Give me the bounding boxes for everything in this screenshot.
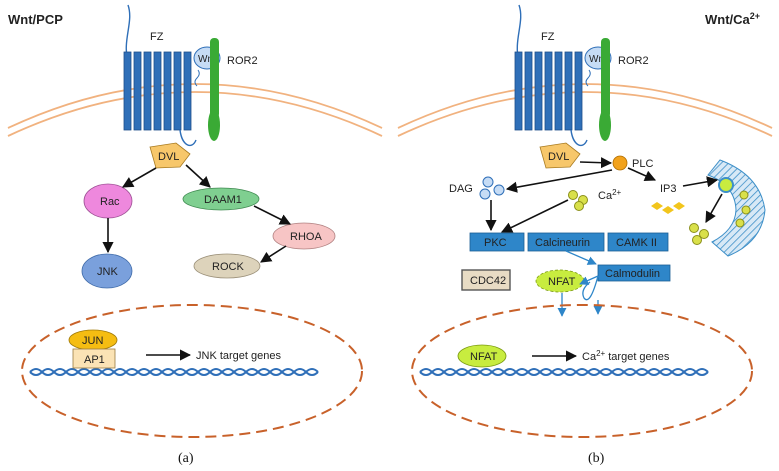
pkc-label-b: PKC	[484, 237, 507, 249]
arrow-ip3-er	[682, 176, 719, 188]
jnk-node-a	[81, 253, 133, 289]
caption-b: (b)	[588, 451, 605, 466]
arrow-plc-dag	[505, 169, 613, 193]
arrow-calcium-pkc	[500, 199, 569, 233]
fz-label-a: FZ	[150, 31, 164, 43]
arrow-daam1-rhoa	[253, 205, 292, 225]
caption-a: (a)	[178, 451, 194, 466]
arrow-calmodulin-nfat	[579, 275, 599, 285]
ap1-label-a: AP1	[84, 354, 105, 366]
ip3-molecules	[651, 202, 685, 214]
dag-label-b: DAG	[449, 183, 473, 195]
fz-label-b: FZ	[541, 31, 555, 43]
fz-receptor-a	[123, 4, 197, 147]
endoplasmic-reticulum	[707, 159, 766, 257]
dvl-shape-b	[539, 142, 581, 169]
ror2-label-a: ROR2	[227, 55, 258, 67]
dag-molecules	[479, 176, 505, 200]
arrow-plc-ip3	[627, 167, 657, 182]
rhoa-node-a	[272, 222, 336, 250]
camk-label-b: CAMK II	[616, 237, 657, 249]
dna-helix-a	[29, 368, 319, 376]
wnt-tail-b	[585, 69, 591, 87]
ip3-label-b: IP3	[660, 183, 677, 195]
calmodulin-loop	[582, 275, 599, 301]
arrow-rhoa-rock	[260, 245, 287, 263]
cdc42-box-b	[461, 269, 511, 291]
calmodulin-box-b	[597, 264, 671, 282]
dvl-label-b: DVL	[548, 151, 569, 163]
ror2-receptor-b	[599, 38, 611, 141]
fz-receptor-b	[514, 4, 588, 147]
plc-label-b: PLC	[632, 158, 653, 170]
daam1-node-a	[182, 187, 260, 211]
wnt-label-b: Wnt	[589, 54, 607, 65]
rock-label-a: ROCK	[212, 261, 244, 273]
panel-a: Wnt/PCP FZ Wnt ROR2	[7, 4, 383, 466]
arrow-dvl-rac	[122, 167, 157, 188]
calcineurin-label-b: Calcineurin	[535, 237, 590, 249]
dvl-shape-a	[149, 142, 191, 169]
arrow-er-calcium	[705, 193, 723, 223]
panel-b-title: Wnt/Ca2+	[705, 11, 760, 27]
released-calcium	[689, 223, 709, 245]
calmodulin-label-b: Calmodulin	[605, 268, 660, 280]
dna-helix-b	[419, 368, 709, 376]
ca-target-label: Ca2+ target genes	[582, 349, 670, 363]
panel-b: Wnt/Ca2+ FZ Wnt ROR2	[397, 4, 773, 466]
camk-box-b	[607, 232, 669, 252]
calcium-label-b: Ca2+	[598, 188, 622, 202]
ror2-receptor-a	[208, 38, 220, 141]
rhoa-label-a: RHOA	[290, 231, 322, 243]
jnk-label-a: JNK	[97, 266, 118, 278]
jun-label-a: JUN	[82, 335, 103, 347]
nfat-nuc-node-b	[457, 344, 507, 368]
dvl-label-a: DVL	[158, 151, 179, 163]
ap1-box-a	[72, 348, 116, 369]
cell-membrane-a	[7, 83, 383, 137]
cdc42-label-b: CDC42	[470, 275, 506, 287]
nucleus-b	[411, 304, 753, 438]
nucleus-a	[21, 304, 363, 438]
ror2-label-b: ROR2	[618, 55, 649, 67]
panel-a-title: Wnt/PCP	[8, 12, 63, 27]
wnt-label-a: Wnt	[198, 54, 216, 65]
jnk-target-label: JNK target genes	[196, 350, 281, 362]
calcium-ions	[568, 190, 588, 211]
rac-label-a: Rac	[100, 196, 120, 208]
pkc-box-b	[469, 232, 525, 252]
arrow-dvl-daam1	[185, 164, 211, 188]
wnt-tail-a	[194, 69, 200, 87]
plc-node-b	[612, 155, 628, 171]
cell-membrane-b	[397, 83, 773, 137]
rock-node-a	[193, 253, 261, 279]
arrow-calcineurin-calmodulin	[565, 250, 597, 265]
nfat-cyto-label-b: NFAT	[548, 276, 576, 288]
daam1-label-a: DAAM1	[204, 194, 242, 206]
arrow-dvl-plc	[579, 157, 613, 169]
nfat-nuc-label-b: NFAT	[470, 351, 498, 363]
